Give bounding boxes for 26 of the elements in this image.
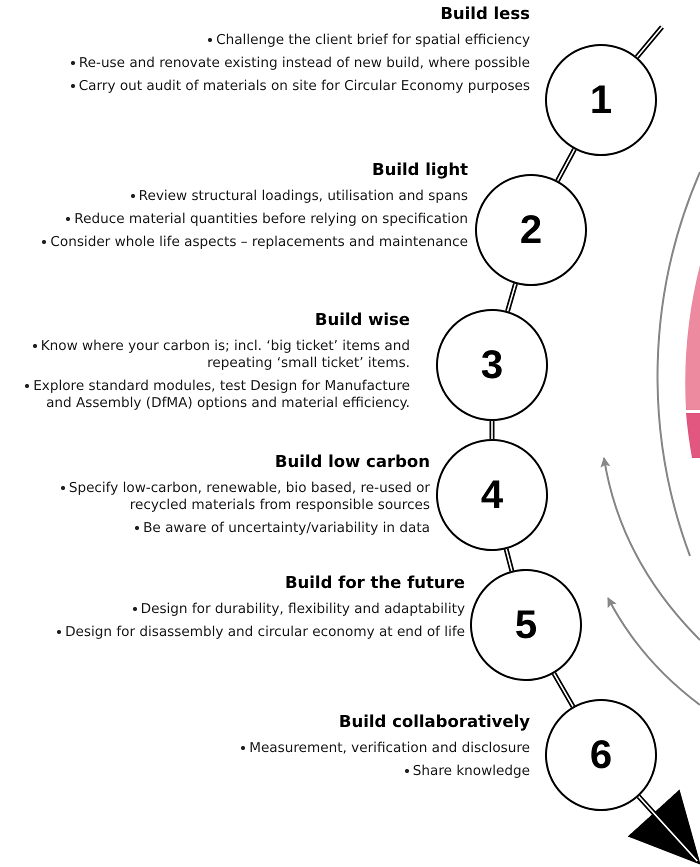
step-heading: Build light — [371, 160, 468, 179]
step-heading: Build for the future — [284, 573, 465, 592]
bullet-point: Be aware of uncertainty/variability in data — [0, 520, 430, 537]
step-heading: Build low carbon — [274, 452, 430, 471]
bullet-point: Design for durability, flexibility and adaptability — [0, 601, 465, 618]
bullet-point: Consider whole life aspects – replacements and maintenance — [0, 234, 468, 251]
step-heading: Build less — [439, 4, 530, 23]
step-heading: Build wise — [314, 310, 410, 329]
bullet-point: Carry out audit of materials on site for Circular Economy purposes — [0, 78, 530, 95]
step-circle: 3 — [436, 309, 548, 421]
step-circle: 2 — [475, 174, 587, 286]
bullet-point: Reduce material quantities before relying on specification — [0, 211, 468, 228]
bullet-point: Review structural loadings, utilisation and spans — [0, 188, 468, 205]
bullet-point: Measurement, verification and disclosure — [0, 740, 530, 757]
step-circle: 6 — [545, 699, 657, 811]
step-circle: 1 — [545, 44, 657, 156]
bullet-point: Re-use and renovate existing instead of new build, where possible — [0, 55, 530, 72]
bullet-point: Share knowledge — [0, 763, 530, 780]
step-circle: 5 — [470, 569, 582, 681]
step-heading: Build collaboratively — [338, 712, 530, 731]
bullet-point: Specify low-carbon, renewable, bio based, re-used or recycled materials from responsible sources — [0, 480, 430, 514]
step-circle: 4 — [436, 439, 548, 551]
bullet-point: Explore standard modules, test Design for Manufacture and Assembly (DfMA) options and material efficiency. — [0, 378, 410, 412]
bullet-point: Know where your carbon is; incl. ‘big ticket’ items and repeating ‘small ticket’ items. — [0, 338, 410, 372]
bullet-point: Design for disassembly and circular economy at end of life — [0, 624, 465, 641]
bullet-point: Challenge the client brief for spatial efficiency — [0, 32, 530, 49]
